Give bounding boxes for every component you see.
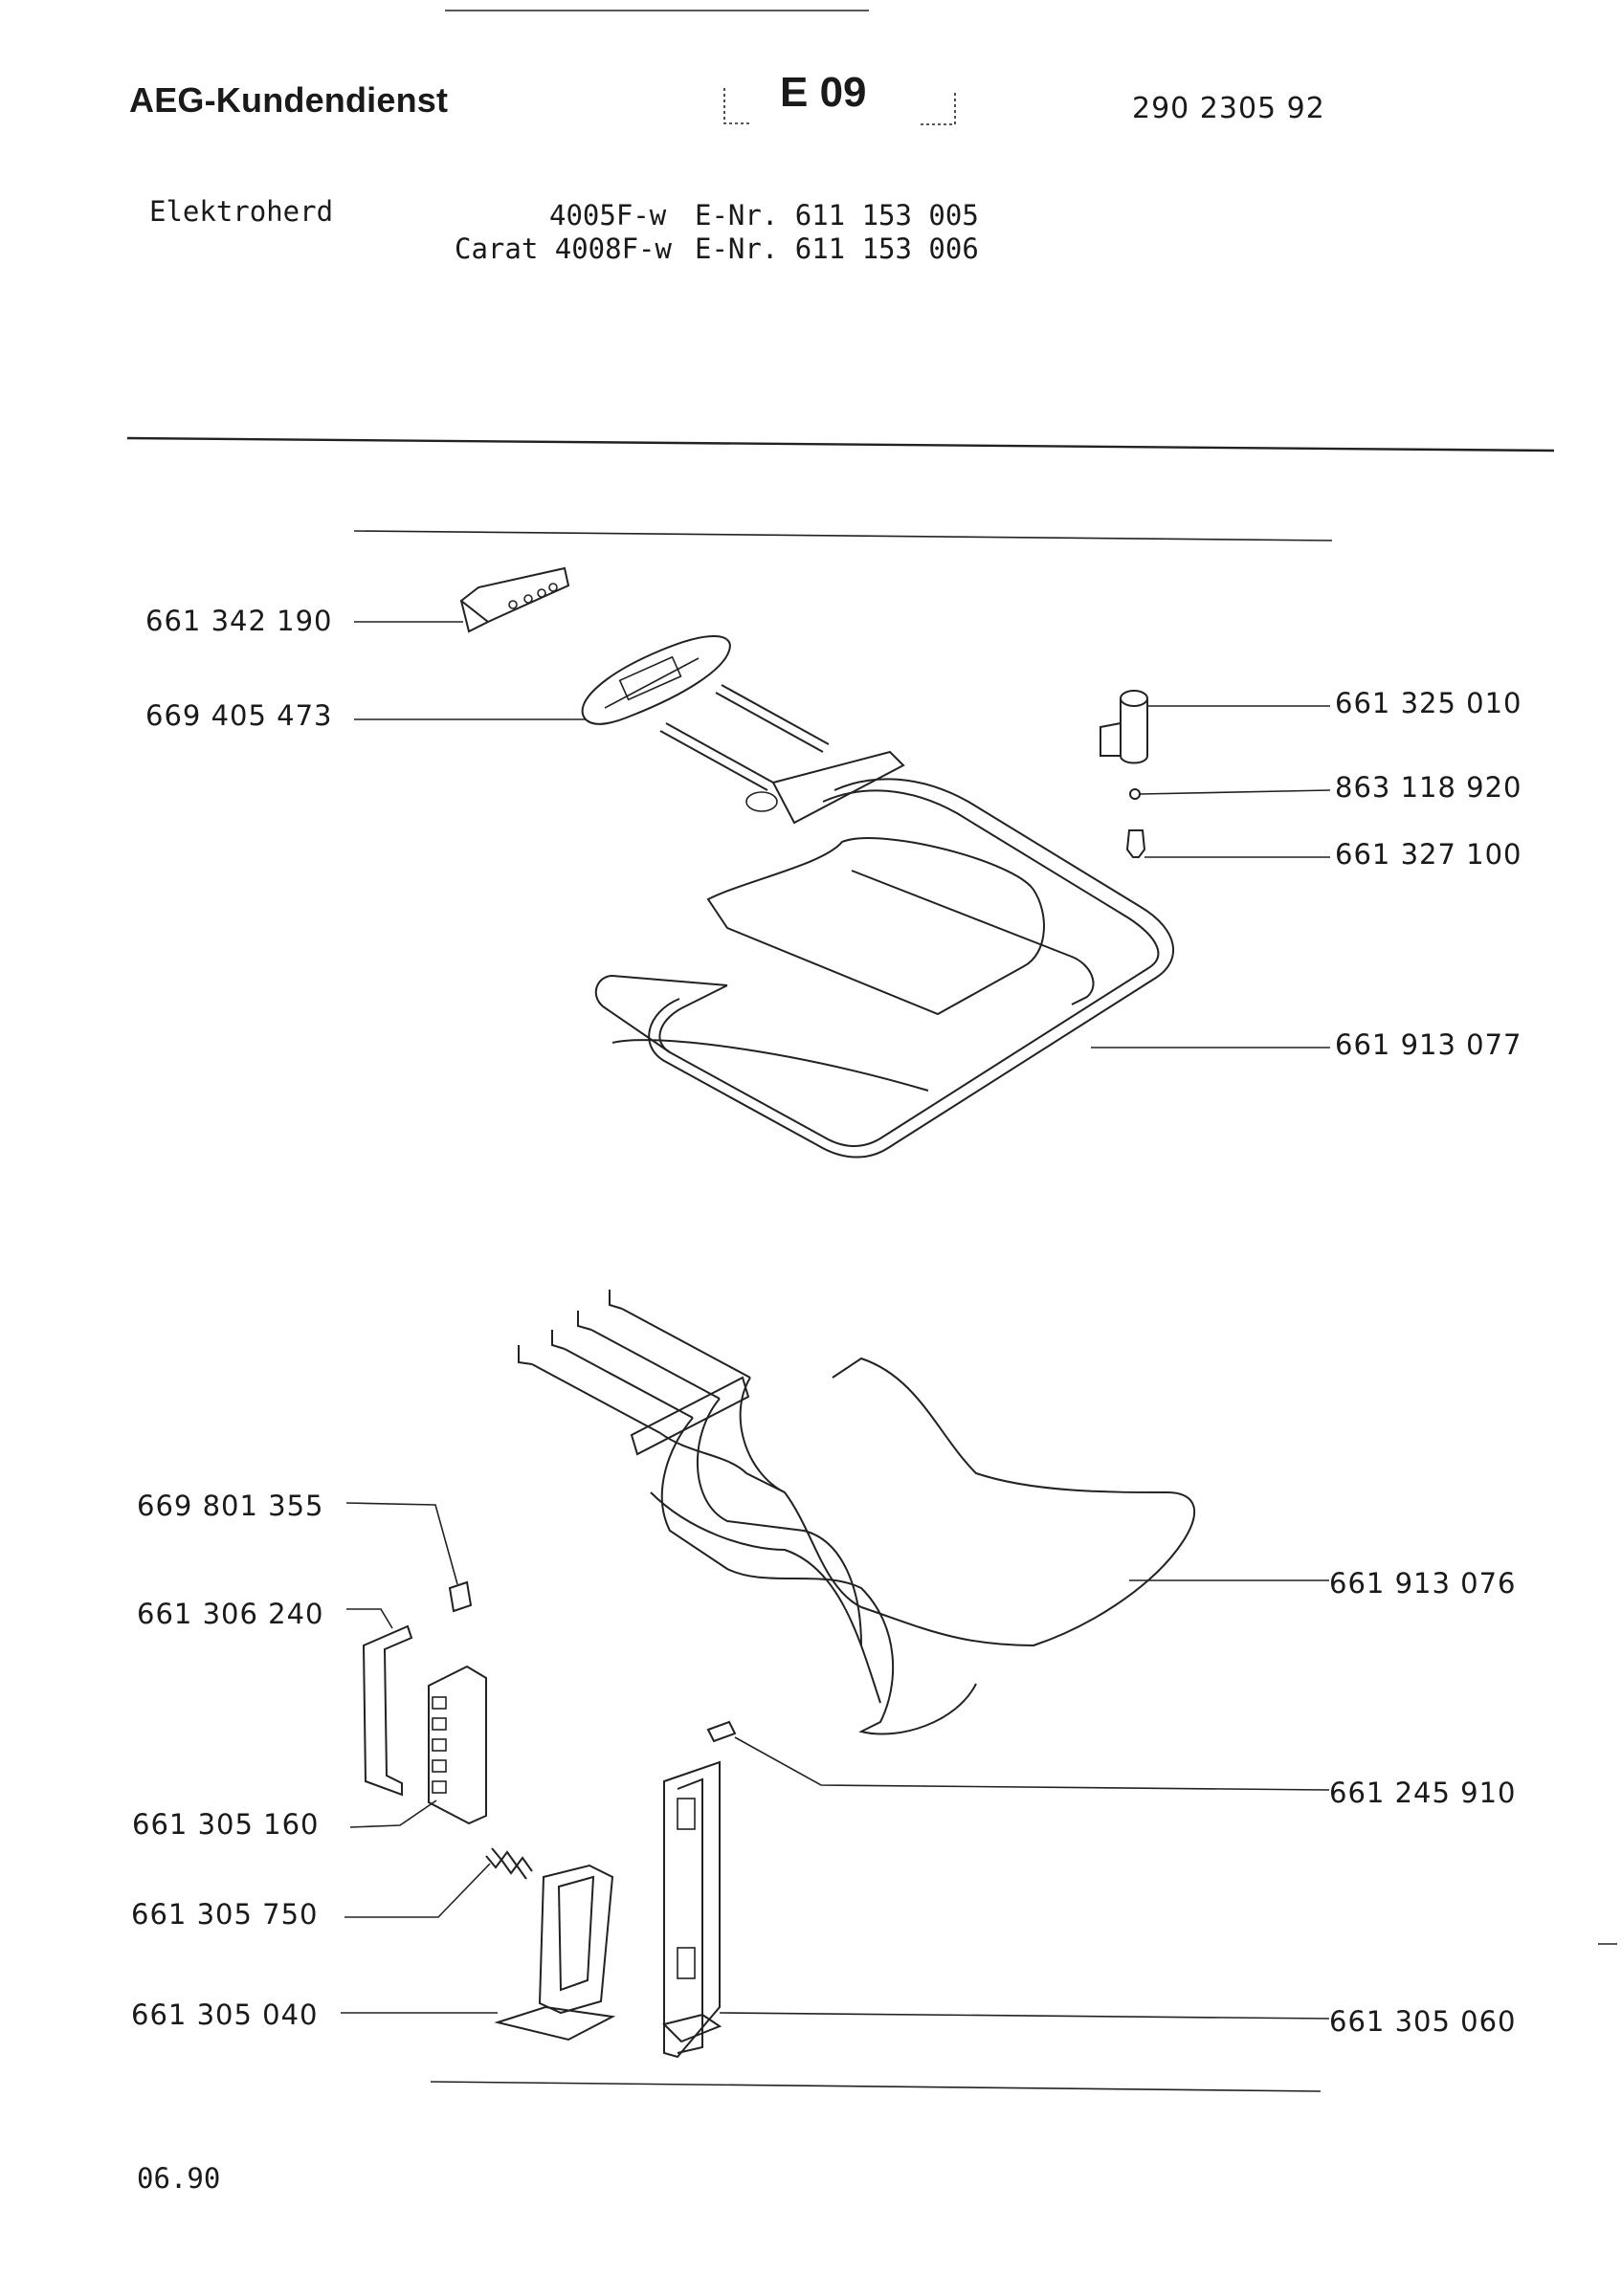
part-label: 661 305 750 [131, 1898, 319, 1931]
part-label: 863 118 920 [1335, 771, 1522, 804]
part-label: 661 306 240 [137, 1598, 324, 1630]
part-label: 661 245 910 [1329, 1777, 1517, 1809]
header-rules [126, 10, 1555, 2092]
model-1: 4005F-w [549, 199, 667, 232]
mounting-bracket [346, 1608, 413, 1797]
washer [1129, 788, 1331, 800]
grill-element [594, 684, 1330, 1159]
product-type: Elektroherd [149, 195, 334, 228]
part-label: 661 305 160 [132, 1808, 320, 1841]
bracket-part [354, 566, 570, 633]
part-label: 661 327 100 [1335, 838, 1522, 871]
enr-1: E-Nr. 611 153 005 [695, 199, 979, 232]
part-label: 669 801 355 [137, 1490, 324, 1522]
bottom-heating-element [518, 1290, 1329, 1735]
part-label: 661 325 010 [1335, 687, 1522, 719]
sheet-code: E 09 [780, 69, 867, 116]
gasket-part [354, 634, 731, 725]
enr-2: E-Nr. 611 153 006 [695, 232, 979, 265]
part-label: 661 305 060 [1329, 2005, 1517, 2038]
part-label: 661 305 040 [131, 1998, 319, 2031]
small-connector [706, 1720, 1330, 1791]
print-date: 06.90 [137, 2162, 221, 2195]
part-label: 669 405 473 [145, 699, 333, 732]
support-bracket [341, 1864, 616, 2042]
sensor-holder [1100, 690, 1330, 764]
mounting-plate [662, 1760, 1330, 2059]
screw [1125, 829, 1330, 858]
brand-title: AEG-Kundendienst [129, 80, 449, 120]
part-label: 661 913 077 [1335, 1028, 1522, 1061]
document-number: 290 2305 92 [1132, 92, 1325, 125]
part-label: 661 342 190 [145, 605, 333, 637]
model-2: Carat 4008F-w [455, 232, 672, 265]
spring-part [344, 1847, 533, 1918]
terminal-block [349, 1665, 487, 1828]
clip-part [345, 1502, 473, 1613]
part-label: 661 913 076 [1329, 1567, 1517, 1600]
